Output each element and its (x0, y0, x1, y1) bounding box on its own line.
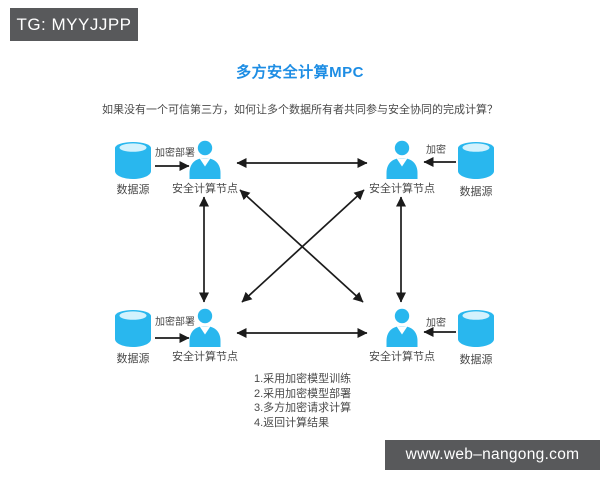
step-item: 3.多方加密请求计算 (254, 402, 352, 414)
datasource-label-top-right: 数据源 (459, 186, 493, 198)
footer-watermark-text: www.web–nangong.com (405, 446, 580, 463)
person-icon (386, 140, 418, 179)
encrypt-label-top: 加密 (426, 145, 446, 156)
person-icon (189, 308, 221, 347)
datasource-top-left (112, 140, 154, 180)
diagram-subtitle: 如果没有一个可信第三方，如何让多个数据所有者共同参与安全协同的完成计算？ (102, 104, 498, 116)
compute-node-top-right (383, 139, 421, 179)
node-label-bottom-right: 安全计算节点 (369, 351, 435, 363)
node-label-bottom-left: 安全计算节点 (172, 351, 238, 363)
steps-list: 1.采用加密模型训练 2.采用加密模型部署 3.多方加密请求计算 4.返回计算结… (254, 372, 351, 430)
encrypt-deploy-label-bottom: 加密部署 (155, 317, 195, 328)
step-item: 2.采用加密模型部署 (254, 387, 352, 400)
step-item: 1.采用加密模型训练 (254, 373, 352, 385)
datasource-label-top-left: 数据源 (116, 184, 150, 196)
database-icon (458, 310, 494, 347)
encrypt-deploy-label-top: 加密部署 (155, 148, 195, 159)
encrypt-label-bottom: 加密 (426, 318, 446, 329)
datasource-bottom-left (112, 308, 154, 348)
database-icon (115, 142, 151, 179)
compute-node-bottom-left (186, 307, 224, 347)
compute-node-bottom-right (383, 307, 421, 347)
step-item: 4.返回计算结果 (254, 416, 330, 429)
node-label-top-right: 安全计算节点 (369, 183, 435, 195)
arrow-diagonal-tr-bl (241, 189, 365, 303)
database-icon (458, 142, 494, 179)
datasource-bottom-right (455, 308, 497, 348)
tg-watermark-badge: TG: MYYJJPP (10, 8, 138, 41)
database-icon (115, 310, 151, 347)
tg-watermark-text: TG: MYYJJPP (16, 14, 132, 34)
node-label-top-left: 安全计算节点 (172, 183, 238, 195)
datasource-top-right (455, 140, 497, 180)
compute-node-top-left (186, 139, 224, 179)
page-title: 多方安全计算MPC (236, 64, 364, 81)
datasource-label-bottom-right: 数据源 (459, 354, 493, 366)
person-icon (386, 308, 418, 347)
datasource-label-bottom-left: 数据源 (116, 353, 150, 365)
footer-watermark-badge: www.web–nangong.com (385, 440, 600, 470)
person-icon (189, 140, 221, 179)
